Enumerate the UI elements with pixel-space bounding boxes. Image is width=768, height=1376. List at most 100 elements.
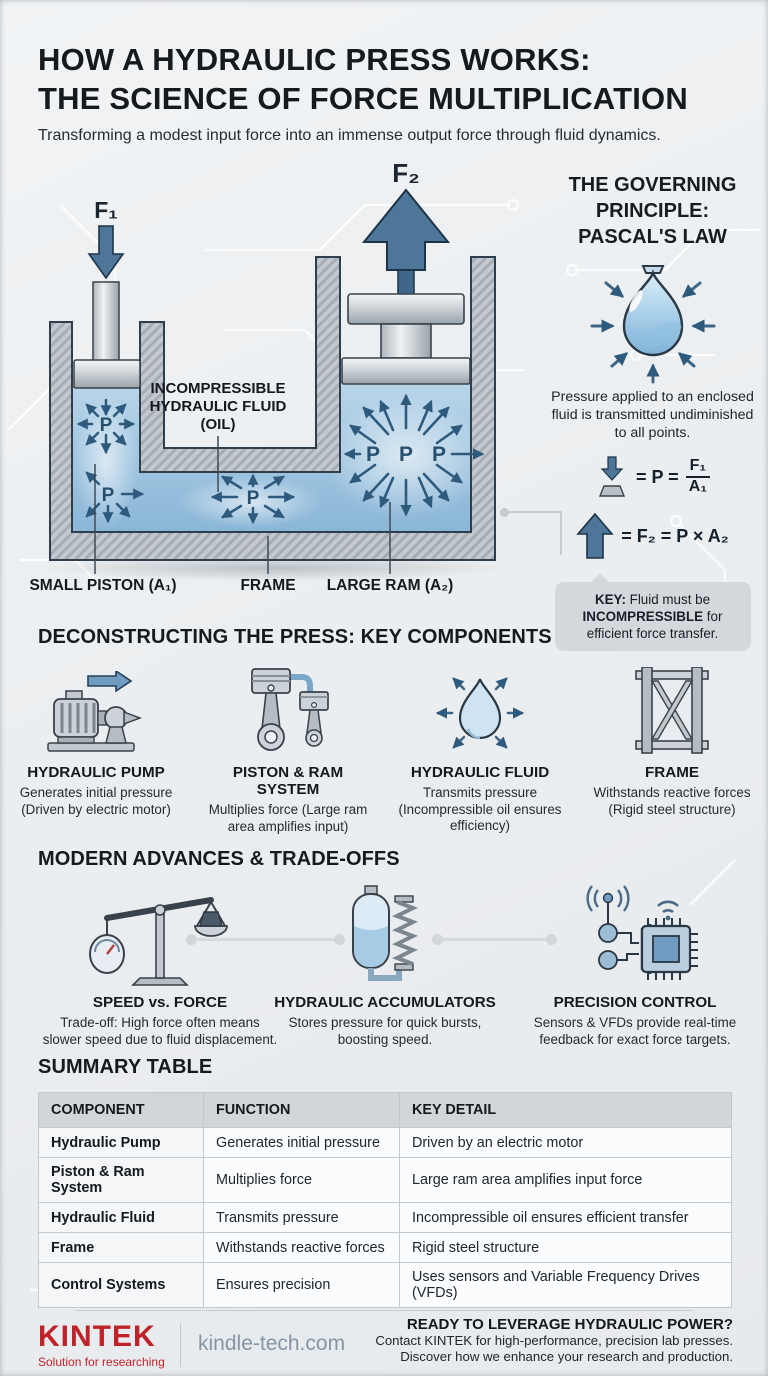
formula1-text: = P = (635, 466, 679, 487)
table-row: Frame Withstands reactive forces Rigid s… (38, 1232, 732, 1263)
force-out-label: F₂ (392, 162, 419, 188)
balance-scale-icon (89, 897, 228, 986)
key-callout-text: Fluid must be (625, 592, 711, 607)
ram-neck (380, 323, 432, 359)
table-row: Control Systems Ensures precision Uses s… (38, 1262, 732, 1308)
cell-function: Withstands reactive forces (203, 1232, 400, 1263)
pressure-arrows-basin (343, 393, 485, 517)
key-callout-text: for efficient force transfer. (586, 609, 723, 641)
force-out-arrow (361, 188, 451, 271)
fluid-label: HYDRAULIC FLUID (150, 398, 287, 415)
pressure-p: P (100, 415, 113, 436)
column-header: KEY DETAIL (399, 1092, 732, 1128)
force-in-arrow (87, 225, 125, 280)
callout-connector-line (560, 511, 562, 555)
cell-component: Control Systems (38, 1262, 204, 1308)
component-description: Generates initial pressure (Driven by el… (19, 785, 173, 817)
component-description: Multiplies force (Large ram area amplifi… (208, 802, 368, 834)
formula1-fraction: F₁ A₁ (685, 457, 711, 496)
sensor-chip-icon (586, 885, 698, 980)
components-section: DECONSTRUCTING THE PRESS: KEY COMPONENTS (0, 626, 768, 835)
pressure-p: P (366, 443, 380, 466)
component-hydraulic-fluid: HYDRAULIC FLUID Transmits pressure (Inco… (384, 663, 576, 835)
key-callout-bold: INCOMPRESSIBLE (582, 609, 704, 624)
cell-detail: Large ram area amplifies input force (399, 1157, 732, 1203)
cell-component: Hydraulic Pump (38, 1127, 204, 1158)
advance-name: SPEED vs. FORCE (92, 994, 228, 1011)
connector-dot (186, 934, 197, 945)
summary-section: SUMMARY TABLE COMPONENT FUNCTION KEY DET… (38, 1056, 732, 1308)
table-row: Hydraulic Pump Generates initial pressur… (38, 1127, 732, 1158)
component-description: Transmits pressure (Incompressible oil e… (398, 785, 562, 833)
pressure-p: P (247, 488, 260, 509)
formula1-numerator: F₁ (685, 457, 711, 478)
advances-connector (192, 938, 338, 941)
frame-island (139, 256, 341, 473)
component-name: HYDRAULIC PUMP (27, 764, 165, 781)
cell-component: Piston & Ram System (38, 1157, 204, 1203)
page-subtitle: Transforming a modest input force into a… (38, 127, 661, 144)
pressure-arrows-corner (85, 471, 145, 524)
brand-logo: KINTEK Solution for researching (38, 1320, 165, 1369)
summary-heading: SUMMARY TABLE (38, 1056, 213, 1078)
connector-dot (334, 934, 345, 945)
pressure-p: P (102, 485, 115, 506)
components-heading: DECONSTRUCTING THE PRESS: KEY COMPONENTS (38, 626, 552, 648)
cell-function: Transmits pressure (203, 1202, 400, 1233)
cell-function: Ensures precision (203, 1262, 400, 1308)
pressure-formula: = P = F₁ A₁ (540, 456, 765, 498)
advance-name: HYDRAULIC ACCUMULATORS (274, 994, 496, 1011)
ram-top-plate (347, 293, 465, 325)
component-hydraulic-pump: HYDRAULIC PUMP Generates initial pressur… (0, 663, 192, 835)
pascal-heading-line2: PRINCIPLE: (595, 200, 710, 222)
cell-detail: Driven by an electric motor (399, 1127, 732, 1158)
title-line-2: THE SCIENCE OF FORCE MULTIPLICATION (38, 81, 688, 116)
callout-connector-dot (500, 508, 509, 517)
footer-divider (75, 1310, 693, 1311)
cell-function: Generates initial pressure (203, 1127, 400, 1158)
key-callout-bold: KEY: (594, 592, 626, 607)
formula1-denominator: A₁ (688, 478, 707, 495)
advances-connector (438, 938, 550, 941)
component-frame: FRAME Withstands reactive forces (Rigid … (576, 663, 768, 835)
pressure-p: P (432, 443, 446, 466)
fluid-label: (OIL) (201, 416, 236, 433)
cta-line: Discover how we enhance your research an… (400, 1349, 733, 1364)
small-piston-rod (92, 281, 120, 365)
page-title: HOW A HYDRAULIC PRESS WORKS: THE SCIENCE… (38, 40, 738, 118)
header: HOW A HYDRAULIC PRESS WORKS: THE SCIENCE… (38, 40, 738, 145)
title-line-1: HOW A HYDRAULIC PRESS WORKS: (38, 42, 591, 77)
cell-detail: Rigid steel structure (399, 1232, 732, 1263)
caption-frame: FRAME (240, 577, 296, 594)
formula2-text: = F₂ = P × A₂ (621, 525, 729, 546)
footer-cta: READY TO LEVERAGE HYDRAULIC POWER? Conta… (375, 1316, 733, 1365)
pascal-description: Pressure applied to an enclosed fluid is… (551, 389, 754, 441)
website-link[interactable]: kindle-tech.com (198, 1332, 346, 1355)
cell-detail: Uses sensors and Variable Frequency Driv… (399, 1262, 732, 1308)
column-header: COMPONENT (38, 1092, 204, 1128)
pascal-heading-line3: PASCAL'S LAW (578, 226, 727, 248)
advance-name: PRECISION CONTROL (553, 994, 717, 1011)
connector-dot (432, 934, 443, 945)
pascal-heading: THE GOVERNING PRINCIPLE: PASCAL'S LAW (540, 172, 765, 250)
callout-connector-line (506, 511, 562, 513)
pressure-arrows-small-top (76, 398, 136, 455)
ram-head (341, 357, 471, 385)
pascal-law-panel: THE GOVERNING PRINCIPLE: PASCAL'S LAW (540, 172, 765, 651)
caption-small-piston: SMALL PISTON (A₁) (29, 577, 177, 594)
press-diagram-svg: F₁ F₂ (37, 158, 507, 581)
advance-speed-force: SPEED vs. FORCE Trade-off: High force of… (40, 884, 280, 1048)
fluid-label: INCOMPRESSIBLE (150, 380, 285, 397)
cell-component: Hydraulic Fluid (38, 1202, 204, 1233)
pressure-p: P (399, 443, 413, 466)
up-arrow-icon (576, 512, 614, 559)
force-in-label: F₁ (94, 197, 118, 223)
table-row: Piston & Ram System Multiplies force Lar… (38, 1157, 732, 1203)
press-diagram: F₁ F₂ (29, 158, 535, 607)
cell-function: Multiplies force (203, 1157, 400, 1203)
pump-icon (47, 671, 143, 752)
caption-large-ram: LARGE RAM (A₂) (326, 577, 454, 594)
component-name: PISTON & RAM SYSTEM (232, 764, 344, 798)
advances-heading: MODERN ADVANCES & TRADE-OFFS (38, 848, 400, 870)
